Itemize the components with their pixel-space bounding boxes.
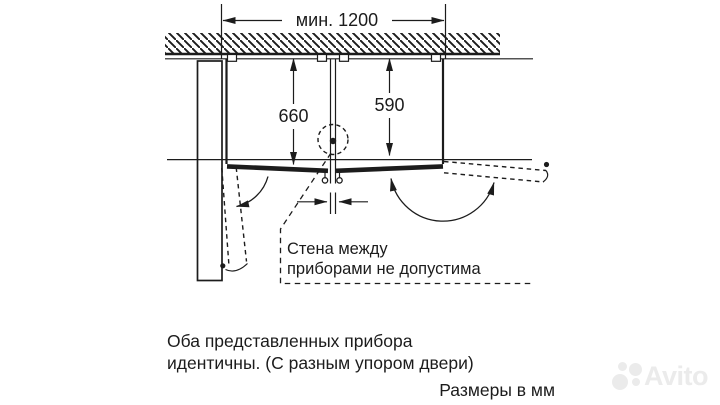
dimension-label-depth-with-door: 660: [271, 106, 316, 127]
footnote-line-2: идентичны. (С разным упором двери): [167, 352, 474, 373]
avito-watermark: Avito: [606, 358, 718, 400]
dimension-label-cabinet-depth: 590: [367, 95, 412, 116]
appliance-cabinets: [167, 59, 532, 214]
callout-line-2: приборами не допустима: [287, 259, 481, 278]
units-note: Размеры в мм: [439, 380, 555, 400]
rear-wall-spacers: [226, 53, 442, 62]
side-wall-column: [196, 60, 223, 282]
callout-line-1: Стена между: [287, 240, 388, 258]
gap-highlight-circle: [317, 123, 349, 156]
right-open-door: [390, 160, 550, 222]
identical-appliances-note: Оба представленных прибора идентичны. (С…: [167, 331, 474, 374]
left-open-door: [220, 167, 269, 272]
wall-callout-note: Стена между приборами не допустима: [287, 240, 481, 279]
avito-wordmark: Avito: [644, 361, 709, 391]
avito-logo-icon: [618, 362, 627, 371]
avito-logo-icon: [629, 363, 642, 376]
avito-logo-icon: [612, 374, 628, 390]
avito-logo-icon: [632, 378, 640, 386]
dimension-label-min-width: мин. 1200: [282, 10, 392, 31]
callout-leader-line: [279, 152, 531, 285]
closed-doors: [226, 164, 444, 184]
dimension-min-1200: [220, 4, 447, 59]
footnote-line-1: Оба представленных прибора: [167, 331, 413, 351]
